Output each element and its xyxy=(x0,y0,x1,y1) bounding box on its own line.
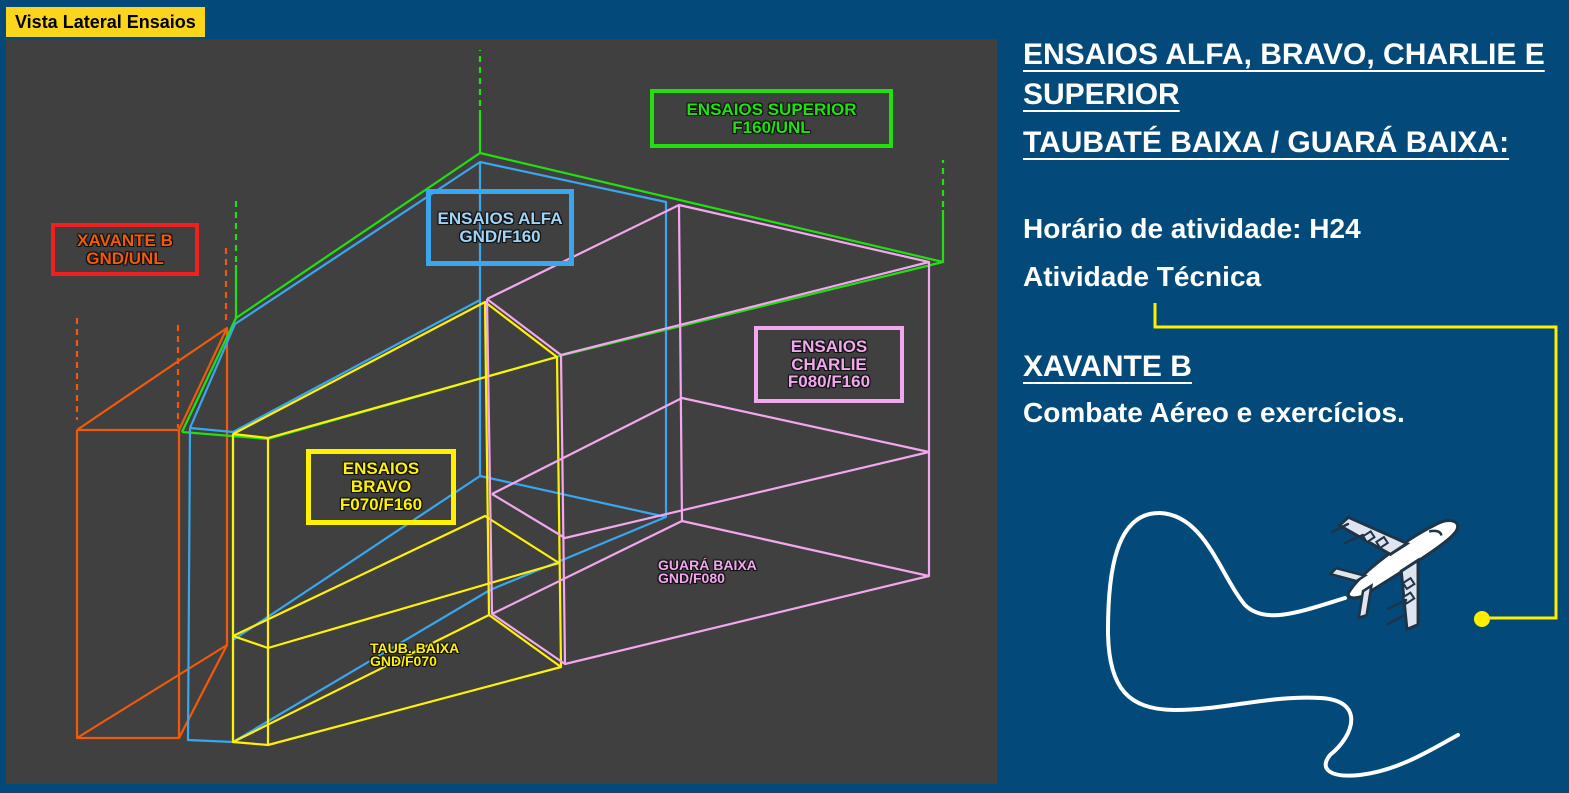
sub-area-label-guara-baixa: GUARÁ BAIXA GND/F080 xyxy=(658,557,757,586)
zone-label-superior: ENSAIOS SUPERIOR F160/UNL xyxy=(650,89,893,148)
zones-heading: ENSAIOS ALFA, BRAVO, CHARLIE E SUPERIOR … xyxy=(1023,38,1545,159)
airspace-wireframe xyxy=(75,50,945,747)
side-view-diagram: XAVANTE B GND/UNL ENSAIOS SUPERIOR F160/… xyxy=(6,39,997,784)
airplane-icon xyxy=(1328,515,1460,632)
schedule-text: Horário de atividade: H24 xyxy=(1023,213,1361,244)
sub-area-label-taubate-baixa: TAUB. BAIXA GND/F070 xyxy=(370,640,460,669)
bravo-volume xyxy=(231,300,563,747)
zone-label-xavante-b: XAVANTE B GND/UNL xyxy=(51,223,199,276)
zone-label-alfa: ENSAIOS ALFA GND/F160 xyxy=(426,189,574,266)
alfa-volume xyxy=(186,160,668,744)
xavante-heading: XAVANTE B xyxy=(1023,350,1192,383)
xavante-description: Combate Aéreo e exercícios. xyxy=(1023,397,1405,428)
activity-text: Atividade Técnica xyxy=(1023,261,1262,292)
diagram-title-tag: Vista Lateral Ensaios xyxy=(6,7,205,37)
charlie-volume xyxy=(485,203,931,666)
flight-path-icon xyxy=(1105,510,1460,778)
info-panel: ENSAIOS ALFA, BRAVO, CHARLIE E SUPERIOR … xyxy=(1023,35,1569,437)
motion-lines-icon xyxy=(1330,522,1408,626)
zone-label-bravo: ENSAIOS BRAVO F070/F160 xyxy=(306,449,456,525)
zone-label-charlie: ENSAIOS CHARLIE F080/F160 xyxy=(754,326,904,403)
xavante-b-volume xyxy=(75,248,229,740)
